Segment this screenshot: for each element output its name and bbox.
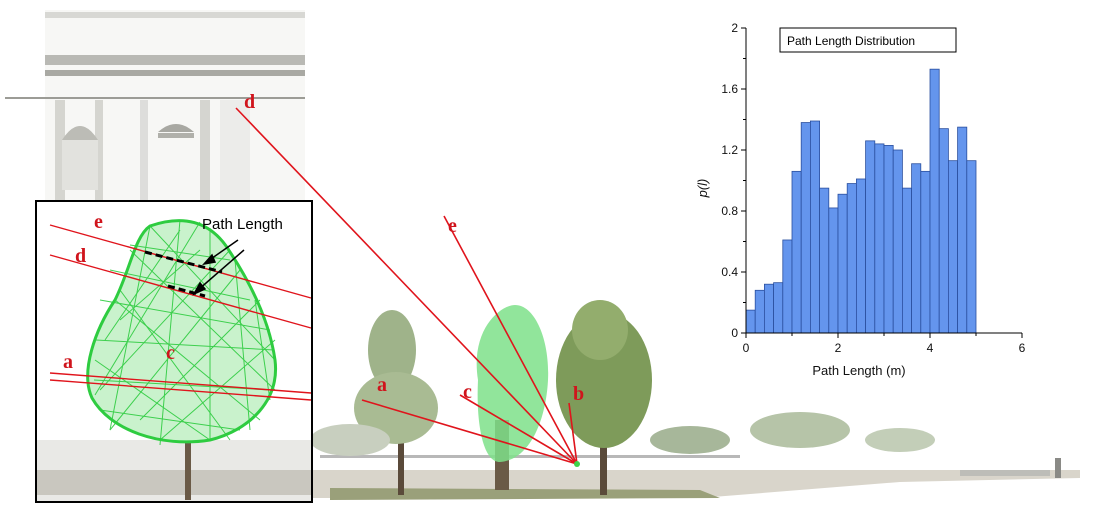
histogram-bar (754, 289, 765, 334)
ray-d (235, 107, 578, 465)
histogram-bar (874, 143, 885, 334)
ray-e (443, 215, 578, 465)
path-length-annotation: Path Length (202, 216, 283, 233)
histogram-bar (837, 193, 848, 334)
inset-frame (35, 200, 313, 503)
histogram-bar (920, 170, 931, 334)
histogram-bar (911, 163, 922, 334)
scanner-point (574, 461, 580, 467)
histogram-bar (892, 149, 903, 334)
x-axis-label: Path Length (m) (812, 363, 905, 378)
inset-ray-label-d: d (75, 245, 86, 267)
inset-panel: Path Length e d a c (35, 200, 313, 503)
laser-rays (235, 107, 578, 465)
ground (310, 455, 1080, 500)
ray-b (568, 402, 578, 465)
y-tick-label: 0.4 (721, 265, 738, 279)
x-tick-label: 2 (835, 341, 842, 355)
y-tick-label: 2 (731, 21, 738, 35)
ray-label-b: b (573, 383, 584, 405)
y-tick-label: 0 (731, 326, 738, 340)
legend-box (779, 27, 957, 53)
y-tick-label: 1.2 (721, 143, 738, 157)
histogram-bar (957, 126, 968, 334)
histogram-bar (791, 170, 802, 334)
ray-label-d: d (244, 91, 255, 113)
histogram-bar (809, 120, 820, 334)
inset-ray-label-a: a (63, 351, 73, 373)
histogram-bar (745, 309, 756, 334)
path-length-segments (144, 250, 223, 298)
y-tick-label: 1.6 (721, 82, 738, 96)
histogram-bar (828, 207, 839, 334)
inset-ray-label-e: e (94, 211, 103, 233)
inset-ray-a2 (49, 379, 312, 401)
histogram-bar (764, 283, 775, 334)
inset-ray-label-c: c (166, 342, 175, 364)
histogram-bar (782, 239, 793, 334)
ray-label-a: a (377, 374, 387, 396)
histogram-bar (800, 122, 811, 334)
histogram-bar (929, 68, 940, 334)
histogram-bar (865, 140, 876, 334)
ray-label-c: c (463, 381, 472, 403)
chart-axes (741, 27, 1023, 338)
building-facade (5, 10, 305, 200)
histogram-bar (938, 128, 949, 334)
histogram-bar (846, 183, 857, 334)
histogram-bar (901, 187, 912, 334)
histogram-bars (745, 68, 977, 334)
chart-title: Path Length Distribution (787, 34, 915, 48)
ray-c (459, 394, 578, 465)
y-axis-label: p(l) (695, 179, 710, 199)
ray-a (361, 399, 578, 465)
histogram-bar (819, 187, 830, 334)
y-tick-label: 0.8 (721, 204, 738, 218)
histogram-bar (947, 160, 958, 334)
annotation-arrows (192, 239, 245, 296)
histogram-bar (855, 178, 866, 334)
tree-target-crown (476, 305, 549, 490)
tree-right (556, 300, 652, 495)
ray-label-e: e (448, 215, 457, 237)
x-tick-label: 0 (743, 341, 750, 355)
inset-ray-d (49, 254, 312, 329)
histogram-bar (773, 282, 784, 334)
x-tick-label: 6 (1019, 341, 1026, 355)
path-length-histogram: 0 0.4 0.8 1.2 1.6 2 0 2 4 6 Path Length Distribut… (695, 21, 1026, 378)
bushes (310, 412, 935, 456)
tree-left (354, 310, 438, 495)
inset-ray-a1 (49, 372, 312, 394)
x-tick-label: 4 (927, 341, 934, 355)
histogram-bar (883, 145, 894, 334)
tick-labels: 0 0.4 0.8 1.2 1.6 2 0 2 4 6 (721, 21, 1025, 355)
histogram-bar (966, 160, 977, 334)
